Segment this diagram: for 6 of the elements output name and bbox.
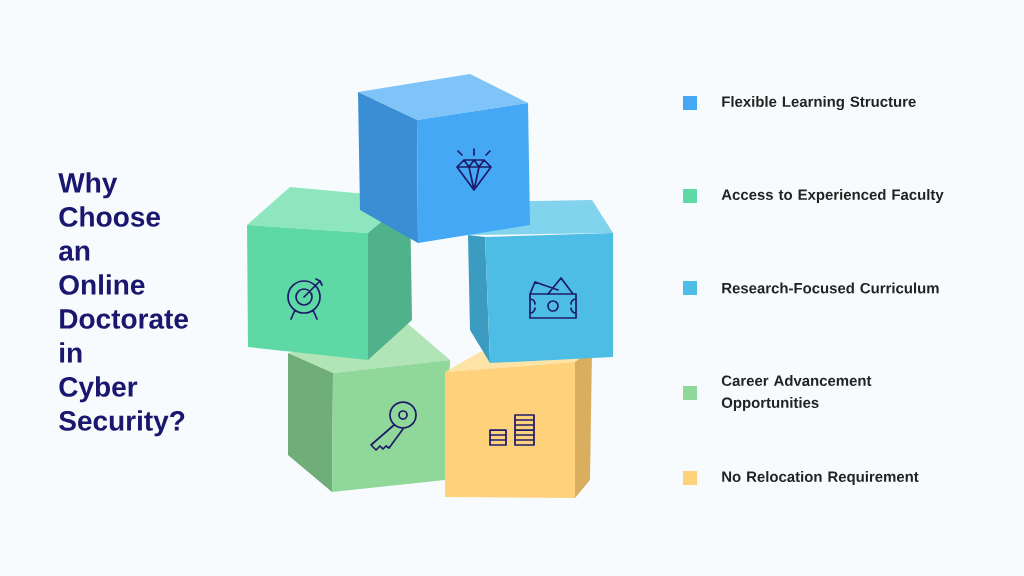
legend-label: Research-Focused Curriculum [722,282,939,294]
legend-label: No Relocation Requirement [722,471,919,485]
legend-label: Flexible Learning Structure [722,96,916,110]
legend-label: Access to Experienced Faculty [721,189,944,203]
legend-label: Career Advancement Opportunities [721,375,872,411]
title: Why Choose an Online Doctorate in Cyber Security? [58,172,188,437]
